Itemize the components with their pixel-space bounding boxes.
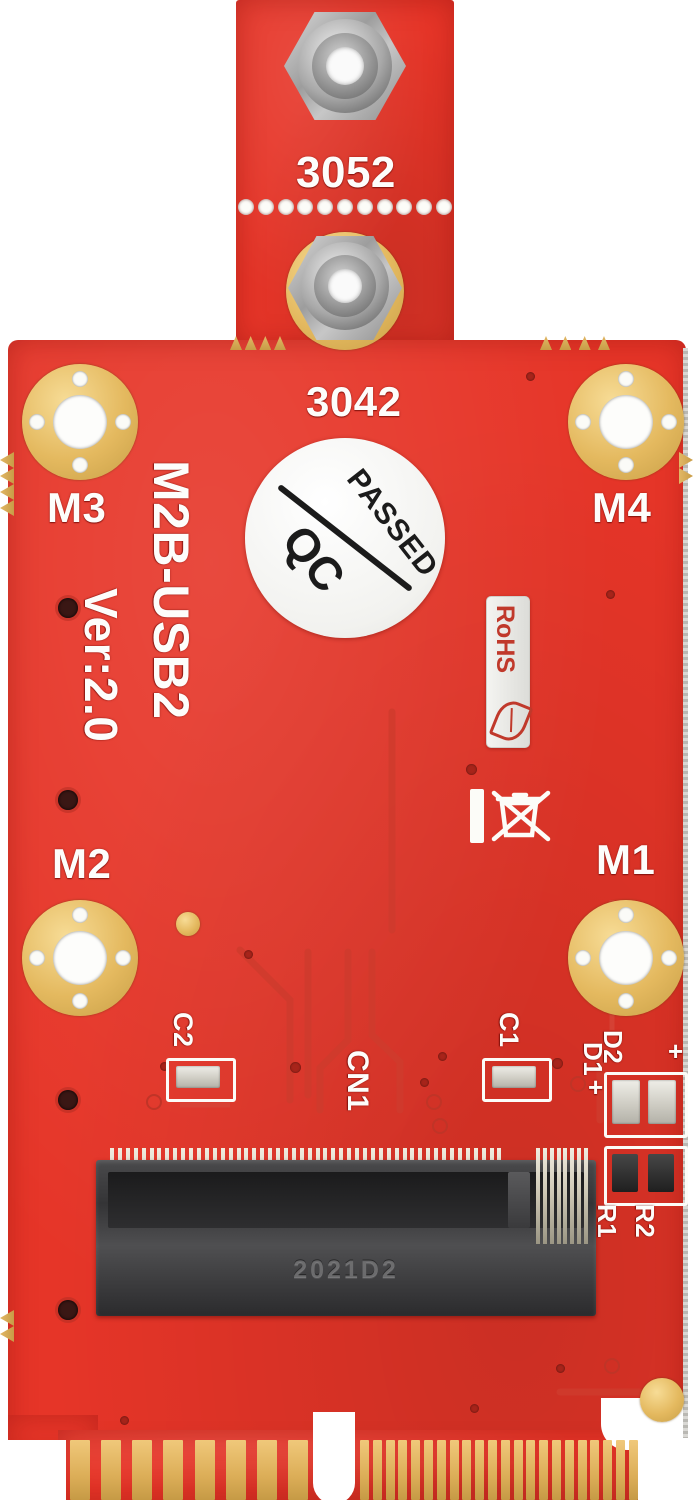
silkscreen-product-name: M2B-USB2 [143,460,199,720]
connector-date-code: 2021D2 [293,1256,399,1284]
snap-off-perforation [238,196,452,218]
via-ring [570,1076,586,1092]
resistor-r2 [648,1154,674,1192]
m2-pin-row-right [536,1148,588,1244]
through-hole-1 [58,598,78,618]
silkscreen-ref-c1: C1 [494,1012,524,1048]
led-d2 [648,1080,676,1124]
polarity-plus-d2: + [668,1036,684,1066]
capacitor-c1 [492,1066,536,1088]
right-edge-plating [683,348,688,1438]
qc-passed-sticker: PASSED QC [245,438,445,638]
silkscreen-ref-r2: R2 [630,1204,660,1239]
via [160,1062,169,1071]
through-hole-4 [58,1300,78,1320]
rohs-text: RoHS [491,605,519,674]
via [244,950,253,959]
qc-abbrev-text: QC [272,515,356,602]
mount-pad-m1 [568,900,684,1016]
mount-pad-m3 [22,364,138,480]
via [552,1058,563,1069]
m2-bkey-socket[interactable]: 2021D2 [96,1148,596,1316]
silkscreen-ref-cn1: CN1 [341,1050,374,1112]
silkscreen-outline-c2 [166,1058,236,1102]
silkscreen-outline-leds [604,1072,688,1138]
silkscreen-label-m4: M4 [592,484,652,531]
silkscreen-label-3052: 3052 [296,148,396,197]
silkscreen-label-3042: 3042 [306,378,402,425]
via-ring [146,1094,162,1110]
edge-connector-fingers-right [360,1440,638,1500]
silkscreen-label-m1: M1 [596,836,656,883]
via [470,1404,479,1413]
via [120,1416,129,1425]
via [438,1052,447,1061]
castellation-group-left-lower [0,1310,14,1342]
via-ring [604,1358,620,1374]
via [606,590,615,599]
test-pad-1 [176,912,200,936]
through-hole-3 [58,1090,78,1110]
via [290,1062,301,1073]
silkscreen-label-m3: M3 [47,484,107,531]
silkscreen-ref-c2: C2 [168,1012,198,1048]
foot-right-cut [638,1440,693,1500]
mount-pad-m2 [22,900,138,1016]
polarity-plus-d1: + [588,1072,604,1102]
edge-connector-fingers-left [70,1440,308,1500]
leaf-icon [488,696,534,746]
crossed-out-wheelie-bin-icon [470,785,551,847]
silkscreen-version: Ver:2.0 [75,588,127,743]
via-ring [432,1118,448,1134]
mount-pad-m4 [568,364,684,480]
silkscreen-outline-resistors [604,1146,688,1206]
capacitor-c2 [176,1066,220,1088]
led-d1 [612,1080,640,1124]
foot-left-cut [0,1440,66,1500]
silkscreen-label-m2: M2 [52,840,112,887]
resistor-r1 [612,1154,638,1192]
test-pad-corner [640,1378,684,1422]
castellation-group-right-upper [679,452,693,484]
via [526,372,535,381]
rohs-label: RoHS [486,596,534,748]
via [556,1364,565,1373]
through-hole-2 [58,790,78,810]
edge-connector-notch [313,1412,355,1500]
via-ring [426,1094,442,1110]
qc-passed-text: PASSED [340,463,445,584]
castellation-top-right [540,336,610,350]
via [466,764,477,775]
via [420,1078,429,1087]
silkscreen-outline-c1 [482,1058,552,1102]
m2-key-notch [508,1172,530,1228]
castellation-top-left [230,336,286,350]
castellation-group-left-upper [0,452,14,516]
